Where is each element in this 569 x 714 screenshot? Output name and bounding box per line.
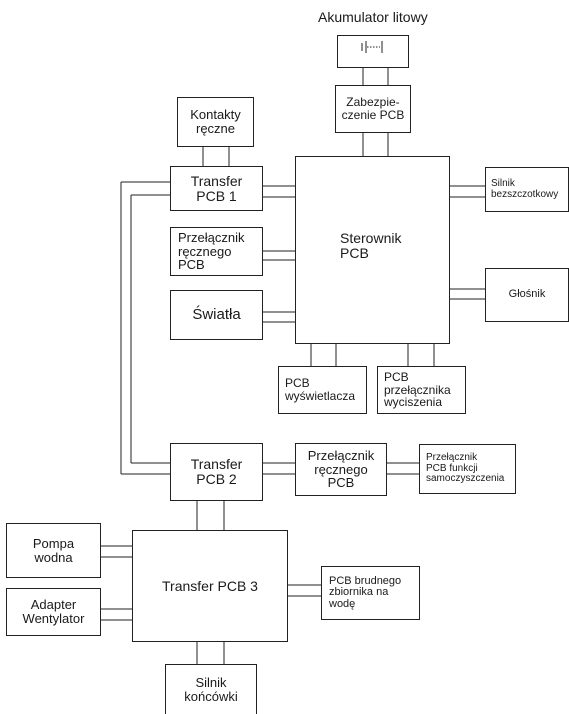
adapter-fan-label: Adapter Wentylator [22,597,85,626]
water-pump-box: Pompa wodna [6,523,101,578]
mute-switch-pcb-box: PCB przełącznika wyciszenia [377,366,466,414]
brushless-motor-label: Silnik bezszczotkowy [491,178,559,200]
battery-box [337,35,409,68]
controller-pcb-box: Sterownik PCB [295,156,450,344]
manual-switch-1-box: Przełącznik ręcznego PCB [170,227,263,276]
manual-contacts-box: Kontakty ręczne [177,97,254,147]
transfer-pcb-2-box: Transfer PCB 2 [170,443,263,501]
fuse-pcb-label: Zabezpie- czenie PCB [341,95,405,122]
brushless-motor-box: Silnik bezszczotkowy [485,167,569,212]
head-motor-box: Silnik końcówki [165,664,257,714]
controller-pcb-label: Sterownik PCB [340,230,402,261]
transfer-pcb-3-label: Transfer PCB 3 [162,577,258,594]
head-motor-label: Silnik końcówki [184,674,238,704]
self-clean-switch-label: Przełącznik PCB funkcji samoczyszczenia [426,452,505,485]
fuse-pcb-box: Zabezpie- czenie PCB [335,85,411,133]
water-pump-label: Pompa wodna [32,535,75,565]
dirty-tank-pcb-label: PCB brudnego zbiornika na wodę [329,574,402,610]
dirty-tank-pcb-box: PCB brudnego zbiornika na wodę [321,566,420,620]
battery-title: Akumulator litowy [318,9,428,25]
transfer-pcb-3-box: Transfer PCB 3 [132,530,288,642]
manual-switch-1-label: Przełącznik ręcznego PCB [178,230,245,273]
lights-box: Światła [170,290,263,340]
mute-switch-pcb-label: PCB przełącznika wyciszenia [384,370,451,410]
manual-contacts-label: Kontakty ręczne [190,107,241,136]
manual-switch-2-label: Przełącznik ręcznego PCB [307,448,375,491]
battery-icon [361,41,383,53]
self-clean-switch-box: Przełącznik PCB funkcji samoczyszczenia [419,444,516,494]
lights-label: Światła [192,306,241,324]
speaker-label: Głośnik [508,288,546,301]
manual-switch-2-box: Przełącznik ręcznego PCB [295,443,387,496]
display-pcb-box: PCB wyświetlacza [278,366,367,414]
transfer-pcb-2-label: Transfer PCB 2 [190,456,243,487]
transfer-pcb-1-box: Transfer PCB 1 [170,166,263,211]
transfer-pcb-1-label: Transfer PCB 1 [190,172,243,204]
speaker-box: Głośnik [485,268,569,322]
adapter-fan-box: Adapter Wentylator [6,588,101,636]
display-pcb-label: PCB wyświetlacza [285,376,356,403]
